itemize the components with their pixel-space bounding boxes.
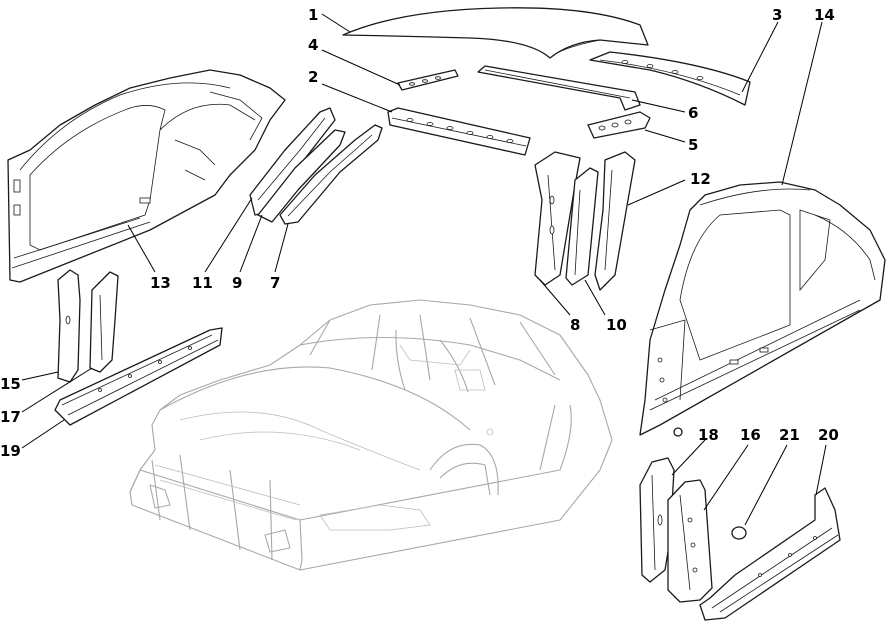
leader-2	[321, 83, 393, 113]
callout-5: 5	[688, 136, 698, 154]
callout-11: 11	[192, 274, 213, 292]
callout-3: 3	[772, 6, 782, 24]
callout-16: 16	[740, 426, 761, 444]
leader-6	[631, 99, 686, 113]
callout-8: 8	[570, 316, 580, 334]
callout-14: 14	[814, 6, 835, 24]
part-13-left-side-panel	[7, 69, 286, 283]
leader-8	[539, 279, 571, 316]
part-2-windscreen-crossmember	[387, 107, 531, 156]
callout-15: 15	[0, 375, 21, 393]
car-body-outline	[129, 299, 613, 571]
part-8-b-pillar-inner	[534, 151, 581, 286]
part-6-rear-roof-crossmember	[477, 65, 641, 111]
callout-7: 7	[270, 274, 280, 292]
leader-1	[321, 13, 351, 33]
callout-20: 20	[818, 426, 839, 444]
part-7-a-pillar-reinforcement	[279, 124, 383, 225]
leader-lines	[21, 13, 827, 526]
callout-18: 18	[698, 426, 719, 444]
callout-10: 10	[606, 316, 627, 334]
leader-3	[741, 21, 779, 93]
callout-2: 2	[308, 68, 318, 86]
callout-4: 4	[308, 36, 318, 54]
callout-12: 12	[690, 170, 711, 188]
leader-5	[644, 129, 686, 143]
part-3-rear-roof-rail	[589, 51, 751, 106]
part-21-plug	[731, 526, 747, 540]
part-14-right-side-panel	[639, 181, 886, 437]
leader-4	[321, 49, 401, 86]
leader-17	[21, 367, 93, 413]
callout-21: 21	[779, 426, 800, 444]
part-17-left-b-pillar-outer	[89, 271, 119, 373]
part-1-roof-panel	[342, 7, 649, 59]
part-9-a-pillar-inner	[257, 129, 346, 223]
leader-16	[703, 444, 749, 511]
part-20-right-sill	[699, 487, 841, 621]
leader-11	[204, 197, 253, 273]
part-5-rear-bracket	[587, 111, 651, 139]
part-19-left-sill	[54, 327, 223, 426]
leader-21	[744, 444, 788, 526]
leader-10	[584, 279, 606, 316]
leader-7	[274, 223, 289, 273]
leader-20	[815, 444, 827, 496]
leader-13	[127, 224, 156, 273]
callout-13: 13	[150, 274, 171, 292]
callout-9: 9	[232, 274, 242, 292]
part-4-front-roof-crossmember	[397, 69, 459, 91]
callout-labels: 1 2 3 4 5 6 7 8 9 10 11 12 13 14 15 16 1…	[0, 6, 839, 460]
callout-19: 19	[0, 442, 21, 460]
part-10-b-pillar-reinforcement	[565, 167, 599, 286]
part-16-right-b-pillar-inner	[667, 479, 713, 603]
callout-17: 17	[0, 408, 21, 426]
leader-9	[239, 214, 263, 273]
callout-1: 1	[308, 6, 318, 24]
part-15-left-b-pillar-inner	[57, 269, 81, 383]
leader-19	[21, 419, 65, 449]
leader-18	[671, 439, 706, 476]
callout-6: 6	[688, 104, 698, 122]
leader-14	[781, 21, 823, 186]
leader-12	[627, 179, 686, 206]
part-12-b-pillar-outer	[594, 151, 636, 291]
leader-15	[21, 371, 59, 381]
